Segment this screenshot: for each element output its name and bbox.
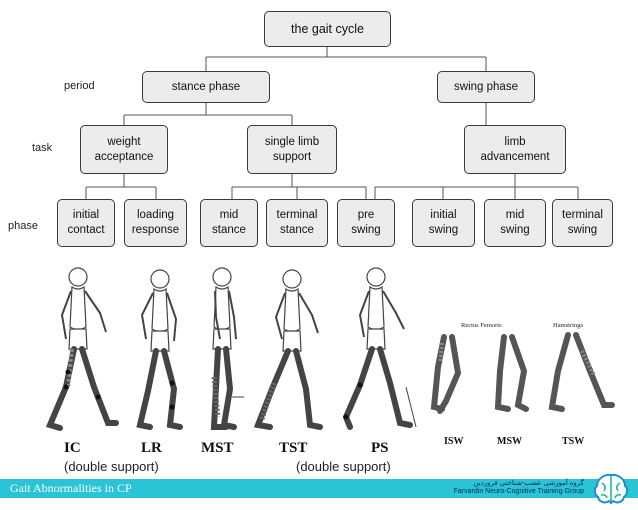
terminal-stance-box: terminal stance <box>266 199 328 247</box>
figure-isw <box>430 334 462 414</box>
swing-phase-box: swing phase <box>437 71 535 103</box>
footer-org-name-en: Farvardin Neuro-Cognitive Training Group <box>453 488 584 495</box>
figure-tst <box>253 269 323 430</box>
gait-figures-illustration <box>45 267 615 431</box>
terminal-swing-box: terminal swing <box>552 199 613 247</box>
label-msw: MSW <box>497 436 522 447</box>
figure-tsw <box>548 332 615 412</box>
mid-swing-label: mid swing <box>500 209 530 236</box>
rectus-femoris-label: Rectus Femoris <box>461 322 502 329</box>
loading-response-label: loading response <box>131 209 180 236</box>
terminal-stance-label: terminal stance <box>276 209 318 236</box>
figure-ic <box>45 267 119 431</box>
mid-stance-label: mid stance <box>212 209 246 236</box>
row-label-phase: phase <box>8 220 38 232</box>
figure-mst <box>210 267 244 430</box>
pre-swing-label: pre swing <box>351 209 381 236</box>
label-lr: LR <box>141 440 162 456</box>
footer-title: Gait Abnormalities in CP <box>10 481 132 495</box>
stance-phase-label: stance phase <box>171 80 241 93</box>
figure-msw <box>494 334 529 412</box>
label-tsw: TSW <box>562 436 585 447</box>
figure-lr <box>136 269 183 430</box>
double-support-right-label: (double support) <box>296 459 391 474</box>
loading-response-box: loading response <box>124 199 187 247</box>
weight-acceptance-box: weight acceptance <box>80 125 168 174</box>
stance-phase-box: stance phase <box>142 71 270 103</box>
mid-swing-box: mid swing <box>484 199 546 247</box>
footer-org-name-fa: گروه آموزشی عصب-شناختی فروردین <box>473 480 584 487</box>
brain-icon <box>593 473 629 505</box>
single-limb-support-box: single limb support <box>247 125 337 174</box>
weight-acceptance-label: weight acceptance <box>94 135 154 163</box>
gait-cycle-root-label: the gait cycle <box>291 21 364 36</box>
mid-stance-box: mid stance <box>200 199 258 247</box>
label-ps: PS <box>371 440 389 456</box>
label-ic: IC <box>64 440 81 456</box>
figure-ps <box>342 267 417 430</box>
label-isw: ISW <box>444 436 464 447</box>
initial-swing-label: initial swing <box>428 209 459 236</box>
row-label-task: task <box>32 142 53 154</box>
initial-contact-box: initial contact <box>57 199 115 247</box>
footer-org: گروه آموزشی عصب-شناختی فروردین Farvardin… <box>454 480 584 496</box>
label-tst: TST <box>279 440 308 456</box>
limb-advancement-box: limb advancement <box>464 125 566 174</box>
terminal-swing-label: terminal swing <box>562 209 603 236</box>
single-limb-support-label: single limb support <box>264 135 320 163</box>
hamstrings-label: Hamstrings <box>553 322 583 329</box>
limb-advancement-label: limb advancement <box>480 135 550 163</box>
swing-phase-label: swing phase <box>454 80 518 93</box>
gait-cycle-root-box: the gait cycle <box>264 11 391 47</box>
footer-bar: Gait Abnormalities in CP گروه آموزشی عصب… <box>0 479 638 498</box>
gait-cycle-connectors <box>85 47 579 199</box>
initial-contact-label: initial contact <box>67 209 105 236</box>
double-support-left-label: (double support) <box>64 459 159 474</box>
row-label-period: period <box>64 80 95 92</box>
pre-swing-box: pre swing <box>337 199 395 247</box>
label-mst: MST <box>201 440 234 456</box>
initial-swing-box: initial swing <box>412 199 475 247</box>
